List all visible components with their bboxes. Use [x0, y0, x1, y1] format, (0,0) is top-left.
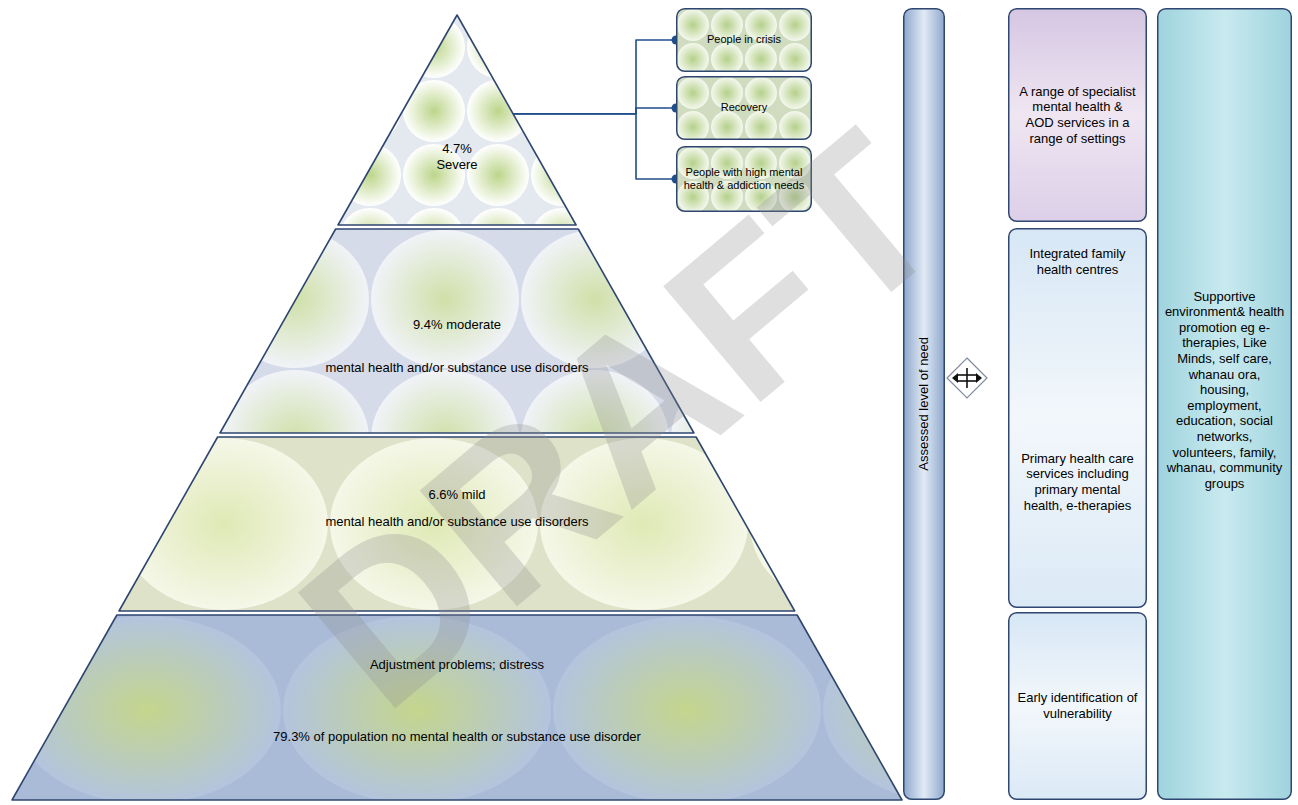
service-box: Integrated family health centresPrimary …: [1008, 228, 1147, 608]
node-text: 6.6% mild: [357, 487, 557, 503]
box-outline: [677, 9, 812, 72]
node-text: People in crisis: [682, 33, 806, 46]
node-text: mental health and/or substance use disor…: [207, 514, 707, 530]
node-shape: [1008, 228, 1147, 608]
service-box: A range of specialist mental health & AO…: [1008, 8, 1147, 222]
node-text: mental health and/or substance use disor…: [277, 360, 637, 376]
node-text: 79.3% of population no mental health or …: [137, 729, 777, 745]
box-outline: [677, 77, 812, 140]
icon-arrowhead: [952, 373, 958, 383]
tier-outline: [338, 15, 576, 225]
bracket-connector: [513, 108, 676, 114]
node-text: 9.4% moderate: [357, 317, 557, 333]
box-outline: [904, 9, 945, 800]
severe-tier: 4.7% Severe: [338, 15, 576, 225]
box-outline: [1009, 613, 1147, 800]
text-slot: A range of specialist mental health & AO…: [1018, 84, 1138, 146]
text-slot: People with high mental health & addicti…: [682, 166, 806, 192]
node-text: 4.7% Severe: [422, 141, 492, 172]
box-outline: [1009, 229, 1147, 608]
text-slot: 6.6% mild: [357, 487, 557, 503]
node-text: Adjustment problems; distress: [157, 657, 757, 673]
text-slot: 79.3% of population no mental health or …: [137, 729, 777, 745]
text-slot: 4.7% Severe: [422, 141, 492, 172]
node-text: Recovery: [682, 101, 806, 114]
text-slot: mental health and/or substance use disor…: [277, 360, 637, 376]
node-text: Primary health care services including p…: [1018, 451, 1138, 513]
text-slot: Supportive environment& health promotion…: [1164, 289, 1286, 492]
text-slot: Adjustment problems; distress: [157, 657, 757, 673]
node-text: Assessed level of need: [916, 337, 932, 471]
text-slot: mental health and/or substance use disor…: [207, 514, 707, 530]
support-column: Supportive environment& health promotion…: [1157, 8, 1292, 800]
bracket-connector: [513, 40, 676, 114]
service-box: Early identification of vulnerability: [1008, 612, 1147, 800]
text-slot: Primary health care services including p…: [1018, 451, 1138, 513]
box-outline: [1009, 9, 1147, 222]
node-shape: [338, 15, 576, 225]
text-slot: Assessed level of need: [916, 337, 932, 471]
callout-box: Recovery: [676, 76, 812, 140]
box-outline: [1158, 9, 1292, 800]
icon-diamond: [947, 358, 987, 398]
icon-line: [966, 368, 968, 388]
need-level-bar: Assessed level of need: [903, 8, 945, 800]
text-slot: 9.4% moderate: [357, 317, 557, 333]
icon-arrowhead: [976, 373, 982, 383]
node-text: A range of specialist mental health & AO…: [1018, 84, 1138, 146]
text-slot: People in crisis: [682, 33, 806, 46]
text-slot: Recovery: [682, 101, 806, 114]
two-way-arrow-icon: [946, 357, 988, 399]
text-slot: Integrated family health centres: [1018, 246, 1138, 277]
callout-box: People in crisis: [676, 8, 812, 72]
node-text: Early identification of vulnerability: [1018, 690, 1138, 721]
text-slot: Early identification of vulnerability: [1018, 690, 1138, 721]
node-text: Supportive environment& health promotion…: [1164, 289, 1286, 492]
node-text: Integrated family health centres: [1018, 246, 1138, 277]
node-text: People with high mental health & addicti…: [682, 166, 806, 192]
